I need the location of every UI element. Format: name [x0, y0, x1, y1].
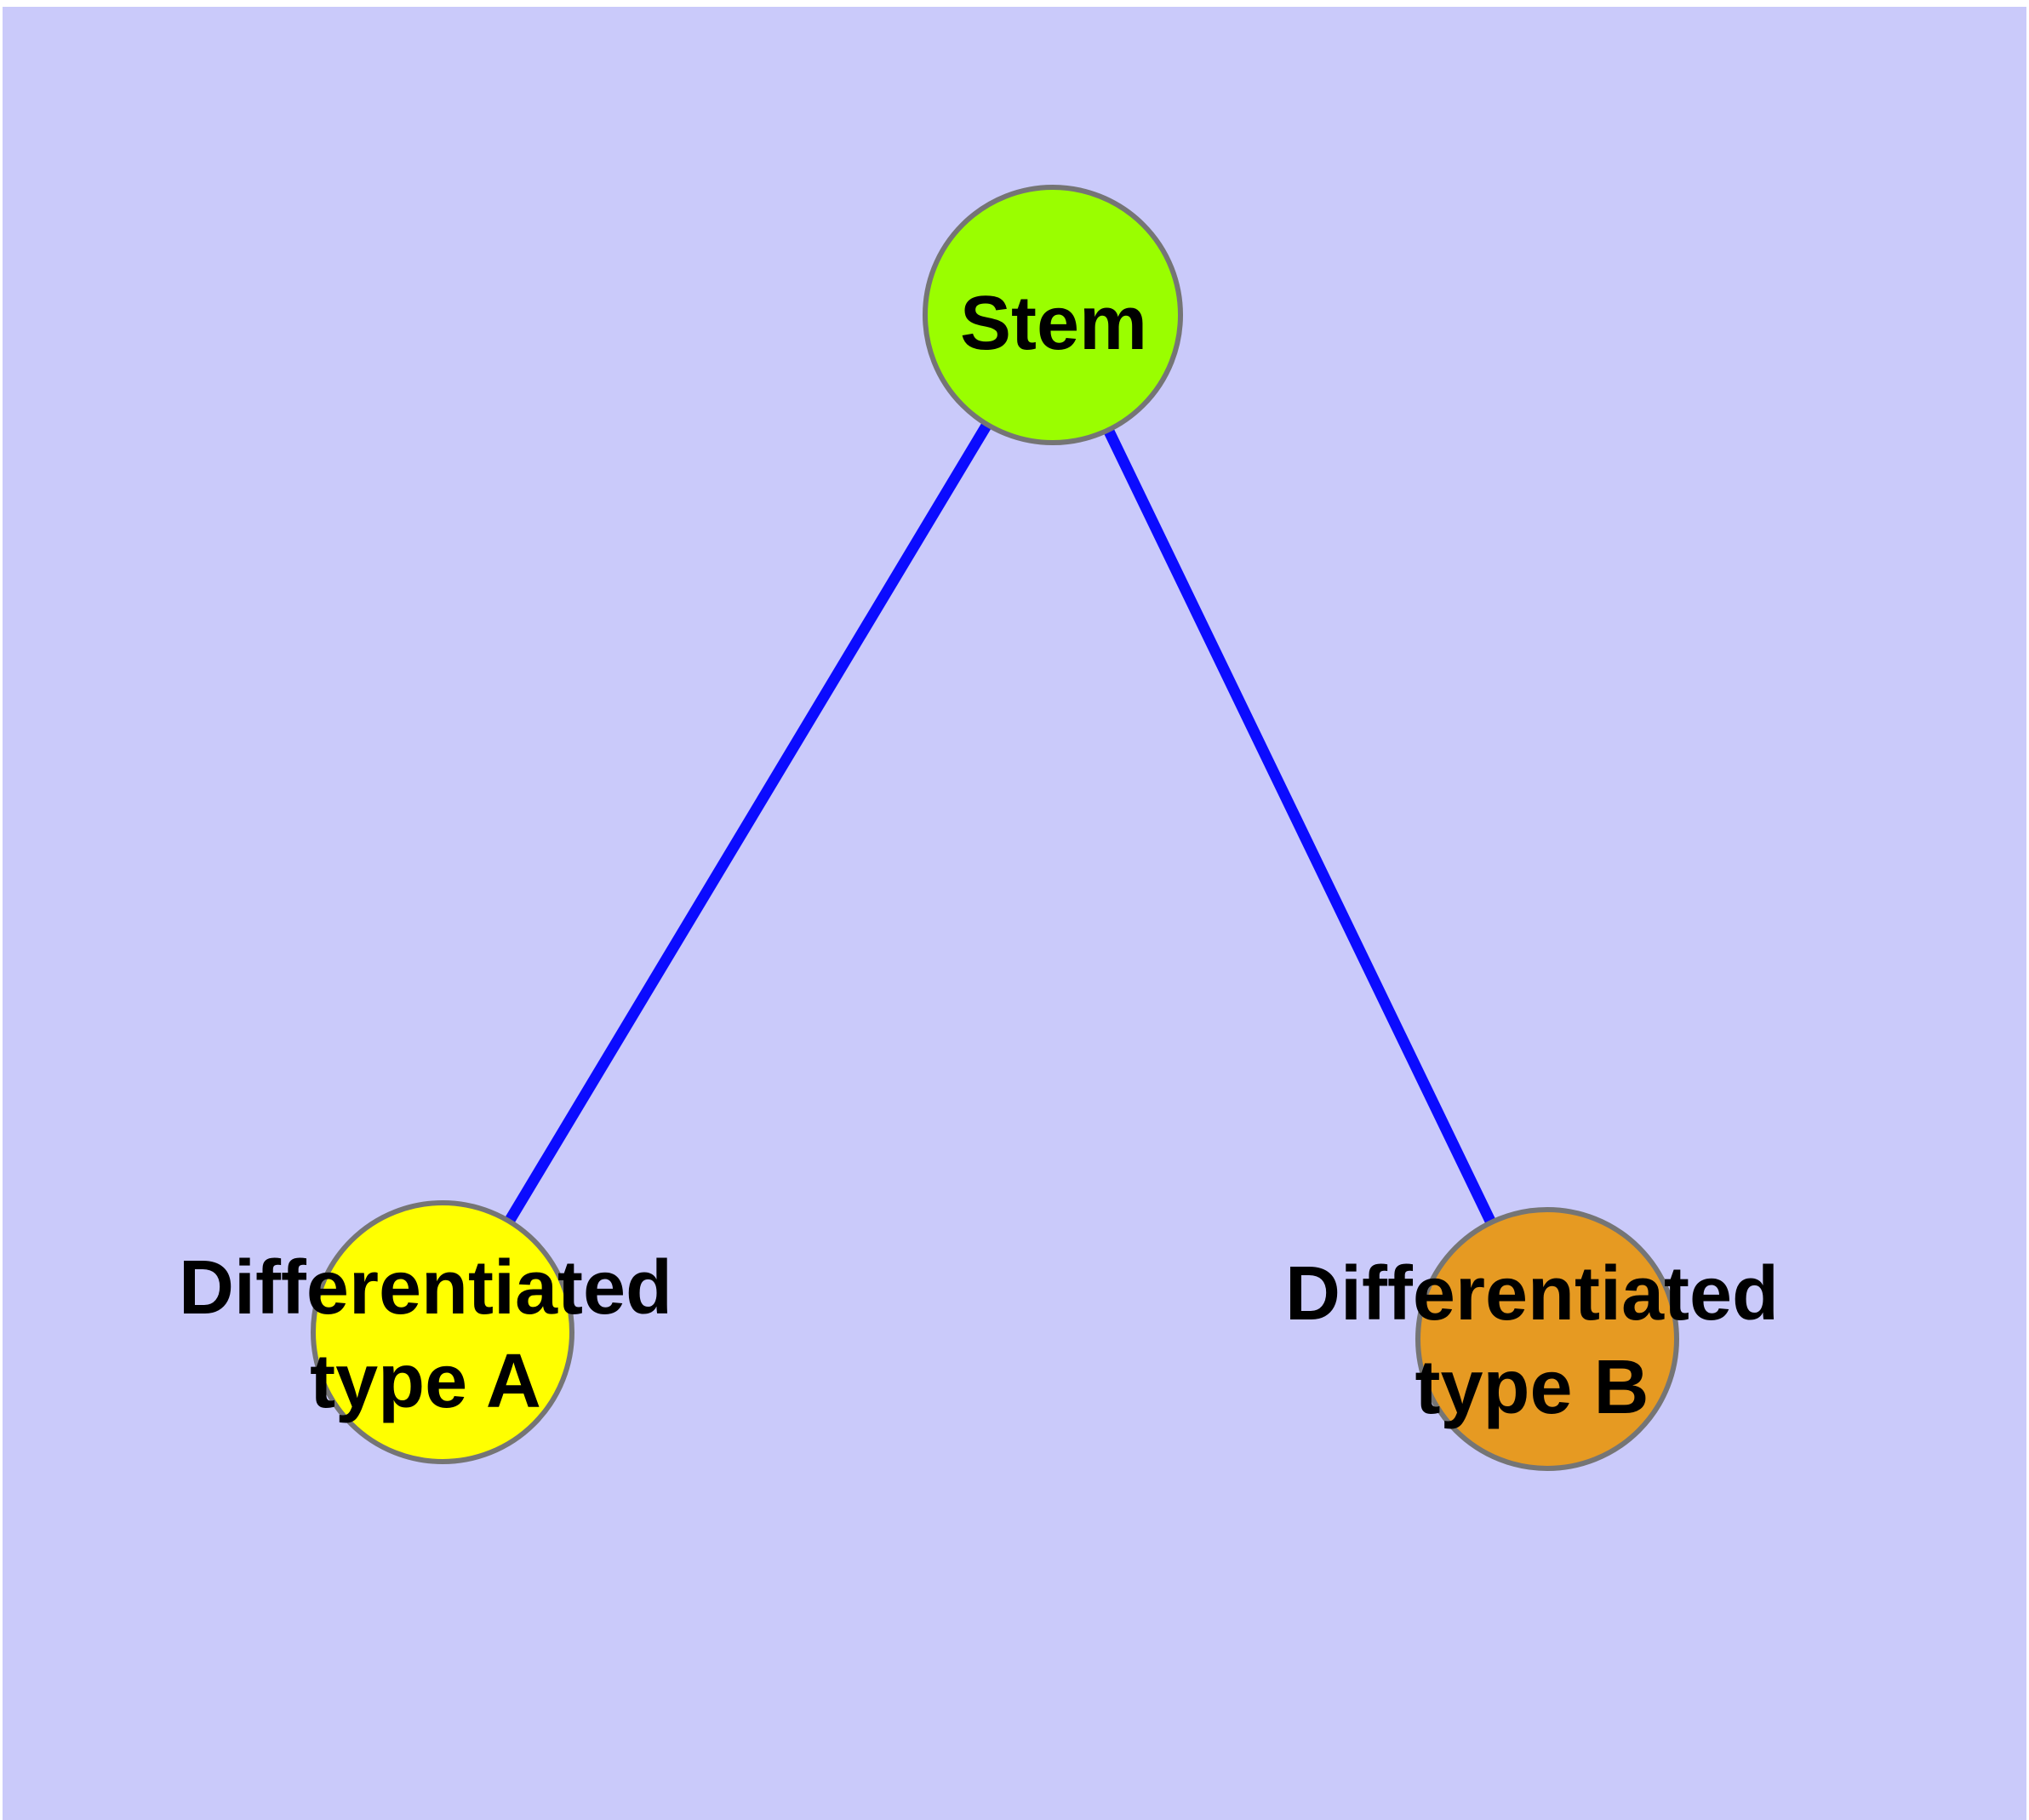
stem-node-label: Stem — [960, 281, 1147, 366]
differentiated-type-b-node — [1415, 1207, 1679, 1471]
type-a-node-label-line1: Differentiated — [179, 1245, 672, 1331]
edge-stem-to-type-a — [437, 312, 1058, 1336]
type-a-node-label-line2: type A — [310, 1339, 541, 1424]
edge-stem-to-type-b — [1048, 312, 1552, 1342]
type-b-node-label-line1: Differentiated — [1285, 1251, 1779, 1336]
stem-node — [923, 185, 1183, 445]
type-b-node-label-line2: type B — [1415, 1345, 1649, 1430]
differentiated-type-a-node — [311, 1200, 574, 1464]
